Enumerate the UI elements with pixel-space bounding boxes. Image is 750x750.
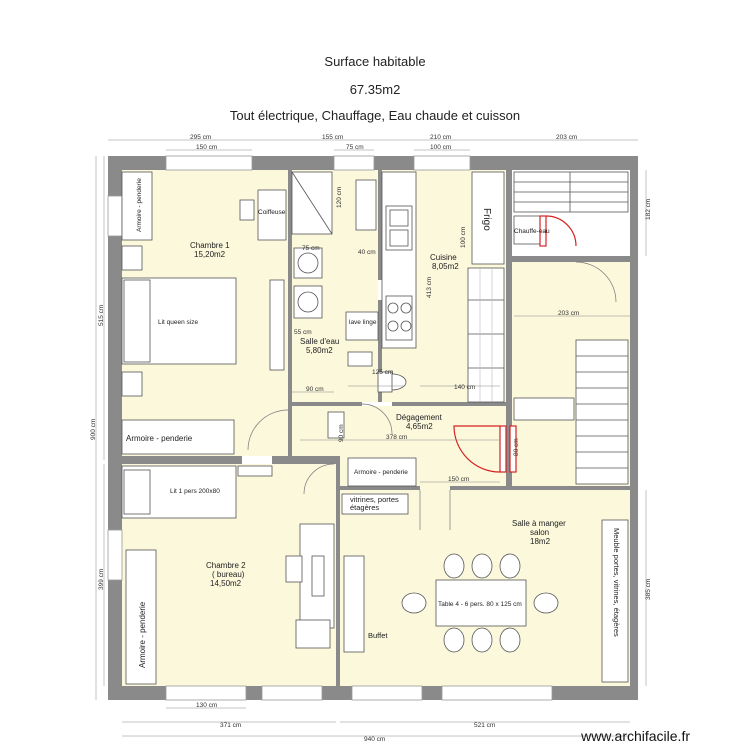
dim-80: 80 cm <box>513 438 520 456</box>
buffet <box>343 555 365 653</box>
red-doors <box>453 215 577 473</box>
dim-413: 413 cm <box>426 277 433 298</box>
dim-40: 40 cm <box>358 249 376 256</box>
coiffeuse <box>257 189 287 241</box>
label-armoire-chambre2: Armoire - penderie <box>138 601 147 668</box>
room-salle-eau-name: Salle d'eau <box>300 337 339 346</box>
label-vitrines-1: vitrines, portes <box>350 495 399 504</box>
dim-bot-130: 130 cm <box>196 702 217 709</box>
room-degagement-name: Dégagement <box>396 413 443 422</box>
room-cuisine-area: 8,05m2 <box>432 262 459 271</box>
dim-left-399: 399 cm <box>98 569 105 590</box>
washing-machine <box>345 311 379 341</box>
watermark: www.archifacile.fr <box>581 728 690 744</box>
dim-top-150: 150 cm <box>196 144 217 151</box>
windows <box>107 155 553 701</box>
nightstand-1 <box>121 245 143 271</box>
dim-90: 90 cm <box>306 386 324 393</box>
inner-walls <box>122 170 630 686</box>
dim-left-515: 515 cm <box>98 305 105 326</box>
label-lave-linge: lave linge <box>349 319 377 326</box>
dim-top-210: 210 cm <box>430 134 451 141</box>
dim-140: 140 cm <box>454 384 475 391</box>
keyboard <box>311 555 325 597</box>
armoire-hall <box>347 457 417 487</box>
dim-100c: 100 cm <box>460 227 467 248</box>
towel-rack <box>355 179 377 231</box>
room-chambre2-name: Chambre 2 <box>206 561 246 570</box>
label-lit-queen: Lit queen size <box>158 319 198 326</box>
dim-125: 125 cm <box>372 369 393 376</box>
room-chambre1-area: 15,20m2 <box>194 250 226 259</box>
dining-table <box>435 579 527 627</box>
room-salle-manger-name: Salle à manger <box>512 519 566 528</box>
label-buffet: Buffet <box>368 631 388 640</box>
dim-bot-521: 521 cm <box>474 722 495 729</box>
dim-top-203: 203 cm <box>556 134 577 141</box>
water-heater <box>513 215 543 245</box>
toilet-tank <box>347 351 373 367</box>
label-coiffeuse: Coiffeuse <box>258 209 286 216</box>
label-table: Table 4 - 6 pers. 80 x 125 cm <box>438 601 522 608</box>
queen-bed-pillows <box>123 279 151 363</box>
staircase-upper <box>513 171 629 213</box>
dim-120: 120 cm <box>336 187 343 208</box>
radiator-chambre2 <box>237 465 273 477</box>
dim-right-182: 182 cm <box>645 199 652 220</box>
dim-378: 378 cm <box>386 434 407 441</box>
kitchen-cabinet-shading <box>479 268 493 402</box>
hall-cabinet <box>327 411 345 439</box>
dim-55: 55 cm <box>294 329 312 336</box>
nightstand-2 <box>121 371 143 397</box>
room-chambre2-area: 14,50m2 <box>210 579 242 588</box>
dim-left-900: 900 cm <box>90 419 97 440</box>
label-frigo: Frigo <box>481 208 492 231</box>
meuble-salon <box>601 519 629 683</box>
label-armoire-chambre1-bottom: Armoire - penderie <box>126 434 193 443</box>
dim-bot-371: 371 cm <box>220 722 241 729</box>
dim-top-100: 100 cm <box>430 144 451 151</box>
armoire-chambre1-bottom <box>121 419 235 455</box>
vitrines-cabinet <box>341 493 409 515</box>
dim-203b: 203 cm <box>558 310 579 317</box>
chair <box>285 555 303 583</box>
cooktop <box>385 295 413 341</box>
dimension-lines <box>95 139 647 737</box>
label-meuble: Meuble portes, vitrines, étagères <box>612 528 621 637</box>
dim-top-295: 295 cm <box>190 134 211 141</box>
room-salle-manger-area: 18m2 <box>530 537 551 546</box>
header-energy-note: Tout électrique, Chauffage, Eau chaude e… <box>229 108 521 123</box>
label-armoire-hall: Armoire - penderie <box>354 469 408 476</box>
fridge <box>471 171 505 265</box>
dim-right-385: 385 cm <box>645 579 652 600</box>
kitchen-cabinets <box>467 267 505 403</box>
room-salle-eau-area: 5,80m2 <box>306 346 333 355</box>
armoire-chambre2 <box>125 549 157 685</box>
dim-top-75: 75 cm <box>346 144 364 151</box>
door-swings <box>247 261 617 530</box>
radiator-chambre1 <box>269 279 285 371</box>
room-chambre2-sub: ( bureau) <box>212 570 245 579</box>
label-lit-1pers: Lit 1 pers 200x80 <box>170 488 220 495</box>
label-vitrines-2: étagères <box>350 503 379 512</box>
staircase-lower <box>513 339 629 485</box>
dim-90b: 90 cm <box>338 424 345 442</box>
dim-top-155: 155 cm <box>322 134 343 141</box>
room-chambre1-name: Chambre 1 <box>190 241 230 250</box>
room-cuisine-name: Cuisine <box>430 253 457 262</box>
header-surface-label: Surface habitable <box>324 54 426 69</box>
dim-150c: 150 cm <box>448 476 469 483</box>
header-surface-value: 67.35m2 <box>349 82 401 97</box>
label-armoire-chambre1-top: Armoire - penderie <box>136 178 143 232</box>
room-salle-manger-sub: salon <box>530 528 549 537</box>
label-chauffe-eau: Chauffe-eau <box>514 228 550 235</box>
armoire-chambre1-top <box>121 171 153 241</box>
stool <box>239 199 255 221</box>
dim-bot-940: 940 cm <box>364 736 385 743</box>
dim-75b: 75 cm <box>302 245 320 252</box>
armchair <box>295 619 331 649</box>
room-degagement-area: 4,65m2 <box>406 422 433 431</box>
